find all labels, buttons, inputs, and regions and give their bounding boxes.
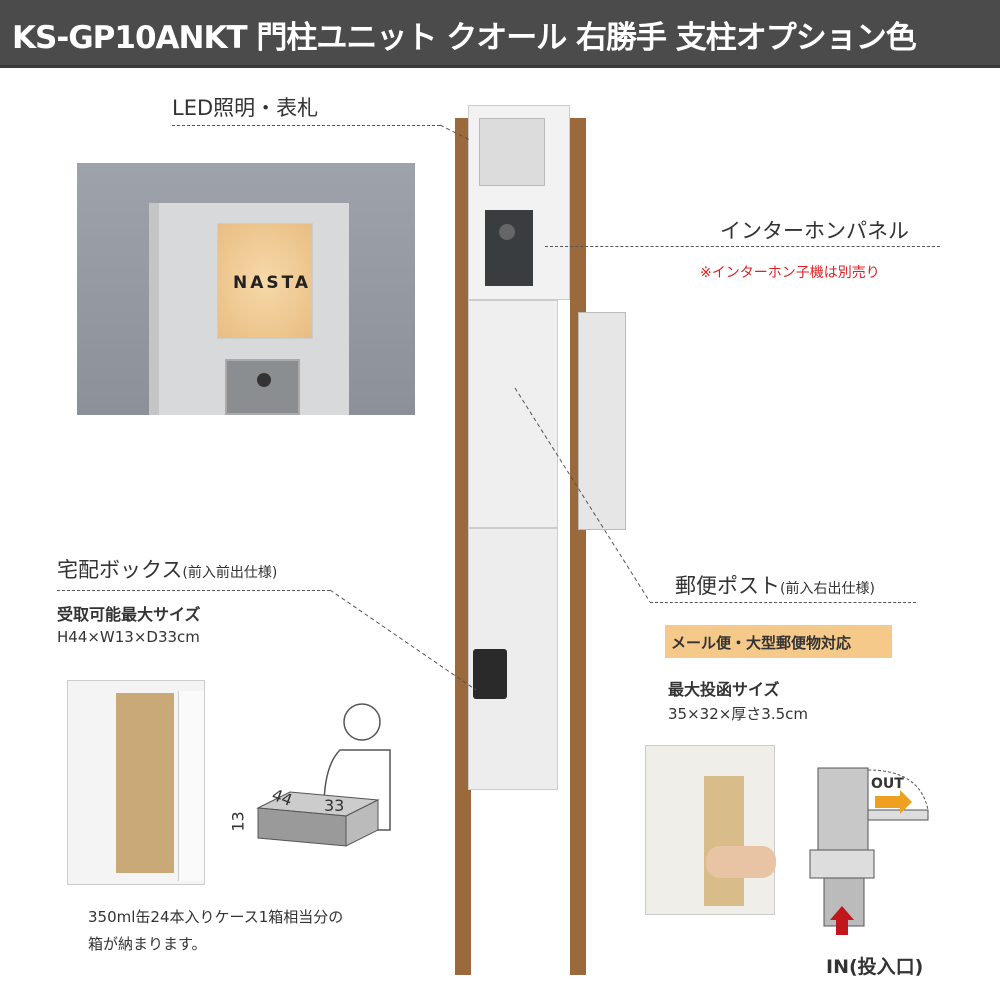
page-title: KS-GP10ANKT 門柱ユニット クオール 右勝手 支柱オプション色 bbox=[0, 0, 1000, 68]
nameplate-text: NASTA bbox=[233, 273, 312, 293]
post-badge: メール便・大型郵便物対応 bbox=[665, 625, 892, 658]
post-side-box bbox=[578, 312, 626, 530]
delivery-size-title: 受取可能最大サイズ bbox=[57, 605, 201, 624]
wood-post-left bbox=[455, 118, 471, 975]
led-photo: NASTA bbox=[77, 163, 415, 415]
led-label: LED照明・表札 bbox=[172, 96, 319, 120]
delivery-box-door bbox=[468, 528, 558, 790]
post-leader-line bbox=[650, 602, 916, 603]
led-leader-line bbox=[172, 125, 440, 126]
post-spec: (前入右出仕様) bbox=[780, 581, 875, 597]
post-size-title: 最大投函サイズ bbox=[668, 680, 780, 699]
box-dim-height: 13 bbox=[228, 811, 248, 832]
post-diagram bbox=[809, 767, 929, 935]
delivery-box-title: 宅配ボックス bbox=[57, 558, 183, 582]
post-photo bbox=[645, 745, 776, 915]
post-title: 郵便ポスト bbox=[675, 574, 780, 598]
delivery-caption-2: 箱が納まります。 bbox=[88, 935, 207, 953]
upper-panel bbox=[468, 105, 570, 300]
delivery-box-label: 宅配ボックス(前入前出仕様) bbox=[57, 554, 277, 584]
intercom-note: ※インターホン子機は別売り bbox=[700, 265, 880, 281]
person-with-box-illustration bbox=[256, 703, 391, 847]
out-label: OUT bbox=[871, 776, 904, 792]
box-dim-depth: 33 bbox=[324, 796, 345, 815]
intercom-label: インターホンパネル bbox=[720, 219, 909, 243]
in-label: IN(投入口) bbox=[826, 956, 924, 978]
delivery-caption-1: 350ml缶24本入りケース1箱相当分の bbox=[88, 908, 344, 926]
post-size: 35×32×厚さ3.5cm bbox=[668, 705, 809, 723]
delivery-box-photo bbox=[67, 680, 205, 885]
post-label: 郵便ポスト(前入右出仕様) bbox=[675, 570, 875, 600]
delivery-box-spec: (前入前出仕様) bbox=[182, 565, 278, 581]
post-door bbox=[468, 300, 558, 528]
delivery-box-leader-line bbox=[57, 590, 330, 591]
intercom-leader-line bbox=[545, 246, 940, 247]
delivery-size: H44×W13×D33cm bbox=[57, 628, 200, 646]
